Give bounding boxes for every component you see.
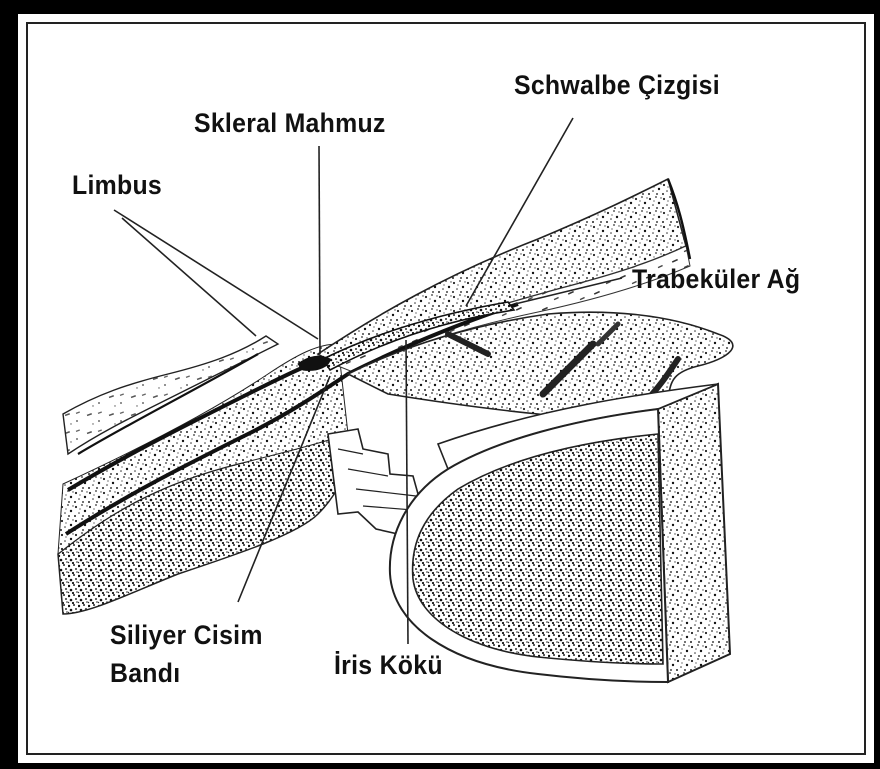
lens-block-side <box>658 384 730 682</box>
leader-skleral <box>319 146 320 354</box>
diagram-canvas: Schwalbe Çizgisi Skleral Mahmuz Limbus T… <box>18 14 874 763</box>
label-limbus: Limbus <box>72 170 162 201</box>
leader-limbus-2 <box>122 218 256 336</box>
label-scleral-spur: Skleral Mahmuz <box>194 108 386 139</box>
leader-limbus-1 <box>114 210 318 339</box>
label-schwalbe-line: Schwalbe Çizgisi <box>514 70 720 101</box>
label-trabecular-meshwork: Trabeküler Ağ <box>632 264 800 295</box>
label-ciliary-body-band-2: Bandı <box>110 658 180 689</box>
label-ciliary-body-band-1: Siliyer Cisim <box>110 620 263 651</box>
label-iris-root: İris Kökü <box>334 650 443 681</box>
